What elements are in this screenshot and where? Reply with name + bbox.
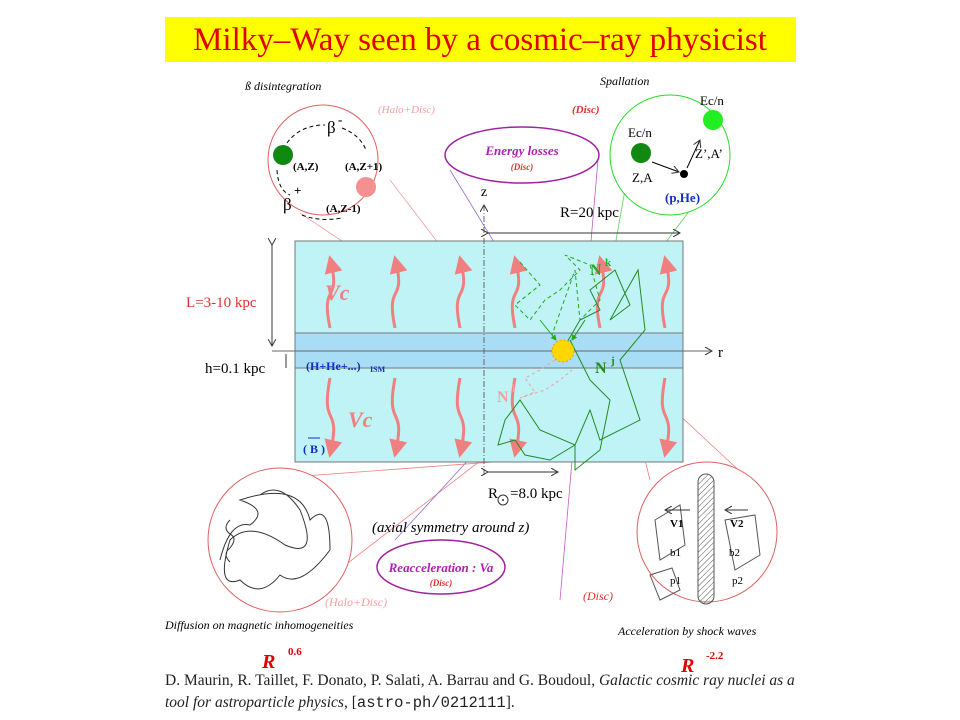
beta-region: (Halo+Disc)	[378, 104, 435, 116]
fragment-icon	[703, 110, 723, 130]
reacceleration-ellipse	[376, 539, 506, 595]
nl-label: N	[497, 389, 509, 406]
vc-label-top: Vc	[325, 280, 350, 305]
spallation-heading: Spallation	[600, 74, 649, 88]
target-icon	[680, 170, 688, 178]
projectile-za-label: Z,A	[632, 170, 653, 185]
title-banner	[165, 17, 796, 62]
citation-end: ].	[505, 694, 515, 711]
wind-arrow	[659, 255, 678, 329]
reacceleration-label: Reacceleration : Va	[388, 560, 494, 575]
wind-arrow	[389, 255, 408, 329]
nj-superscript: j	[610, 355, 615, 367]
beta-plus-sign: +	[294, 183, 301, 198]
wind-arrow	[659, 377, 678, 458]
nk-superscript: k	[605, 257, 612, 269]
wind-arrow	[454, 255, 473, 329]
shock-rigidity: R	[680, 655, 694, 677]
beta-heading: ß disintegration	[244, 79, 321, 93]
incoming-arrow	[651, 161, 679, 172]
v1-label: V1	[670, 518, 683, 530]
ism-label: (H+He+...)	[306, 359, 361, 373]
citation-title: Galactic cosmic ray nuclei as a tool for…	[165, 672, 795, 711]
diffusion-circle	[207, 467, 353, 613]
citation: D. Maurin, R. Taillet, F. Donato, P. Sal…	[165, 670, 805, 714]
energy-losses-region: (Disc)	[511, 162, 534, 172]
wind-arrow	[454, 377, 473, 458]
energy-losses-label: Energy losses	[484, 143, 558, 158]
shock-exponent: -2.2	[706, 650, 724, 662]
ism-subscript: ISM	[370, 365, 386, 374]
wind-arrow	[324, 377, 343, 458]
nucleus-az-icon	[273, 145, 293, 165]
beta-minus-symbol: β	[327, 118, 336, 137]
target-label: (p,He)	[665, 190, 700, 205]
diffusion-rigidity: R	[261, 651, 275, 673]
citation-separator: , [	[343, 694, 357, 711]
spallation-circle	[609, 94, 731, 216]
decay-paths	[276, 124, 367, 220]
disc-height-label: h=0.1 kpc	[205, 361, 265, 377]
beta-plus-symbol: β	[283, 195, 292, 214]
wind-arrow	[509, 255, 528, 329]
citation-arxiv-link[interactable]: astro-ph/0212111	[356, 694, 506, 712]
sun-symbol-icon	[497, 494, 509, 506]
beta-minus-sign: -	[338, 112, 342, 127]
projectile-icon	[631, 143, 651, 163]
nl-superscript: l	[512, 383, 515, 395]
arrow-to-sun-solid	[571, 319, 586, 341]
magnetic-field-label: ( B )	[303, 442, 325, 456]
wind-arrow	[389, 377, 408, 458]
shock-region: (Disc)	[583, 589, 613, 603]
fragment-energy-label: Ec/n	[700, 93, 724, 108]
projectile-energy-label: Ec/n	[628, 125, 652, 140]
nucleus-az1-icon	[356, 177, 376, 197]
cosmic-ray-path-l	[519, 359, 573, 399]
axial-symmetry-note: (axial symmetry around z)	[372, 520, 529, 536]
b2-label: b2	[729, 547, 740, 559]
p1-label: p1	[670, 575, 681, 587]
wind-arrow	[509, 377, 528, 458]
cosmic-ray-path-j	[497, 268, 646, 472]
nucleus-azm1-label: (A,Z-1)	[326, 203, 361, 215]
sun-icon	[551, 339, 575, 363]
outgoing-arrow	[686, 140, 700, 169]
nj-label: N	[595, 360, 607, 377]
diffusion-path	[219, 489, 331, 590]
energy-losses-ellipse	[444, 126, 600, 184]
z-axis-label: z	[481, 185, 487, 200]
shock-front	[697, 473, 715, 605]
slide-title: Milky–Way seen by a cosmic–ray physicist	[193, 22, 767, 58]
solar-radius-value: =8.0 kpc	[510, 486, 563, 502]
citation-authors: D. Maurin, R. Taillet, F. Donato, P. Sal…	[165, 672, 599, 689]
solar-radius-symbol: R	[488, 486, 498, 502]
r-axis-label: r	[718, 345, 723, 361]
vc-label-bottom: Vc	[348, 407, 373, 432]
fragment-za-label: Z’,A’	[695, 146, 723, 161]
shock-caption: Acceleration by shock waves	[617, 624, 757, 638]
nk-label: N	[590, 262, 602, 279]
wind-arrow	[324, 255, 343, 329]
arrow-to-sun-dashed	[539, 319, 557, 341]
p2-label: p2	[732, 575, 743, 587]
convective-wind-arrows	[324, 255, 678, 458]
b1-label: b1	[670, 547, 681, 559]
diffusion-region: (Halo+Disc)	[325, 595, 387, 609]
spallation-region: (Disc)	[572, 104, 600, 116]
nucleus-az-label: (A,Z)	[293, 161, 319, 173]
sun-symbol-dot	[502, 499, 504, 501]
v2-label: V2	[730, 518, 744, 530]
radius-label: R=20 kpc	[560, 205, 619, 221]
halo-height-label: L=3-10 kpc	[186, 295, 257, 311]
nucleus-az1-label: (A,Z+1)	[345, 161, 382, 173]
diffusion-exponent: 0.6	[288, 646, 302, 658]
wind-arrow	[594, 255, 613, 329]
diffusion-caption: Diffusion on magnetic inhomogeneities	[164, 618, 354, 632]
reacceleration-region: (Disc)	[430, 578, 453, 588]
